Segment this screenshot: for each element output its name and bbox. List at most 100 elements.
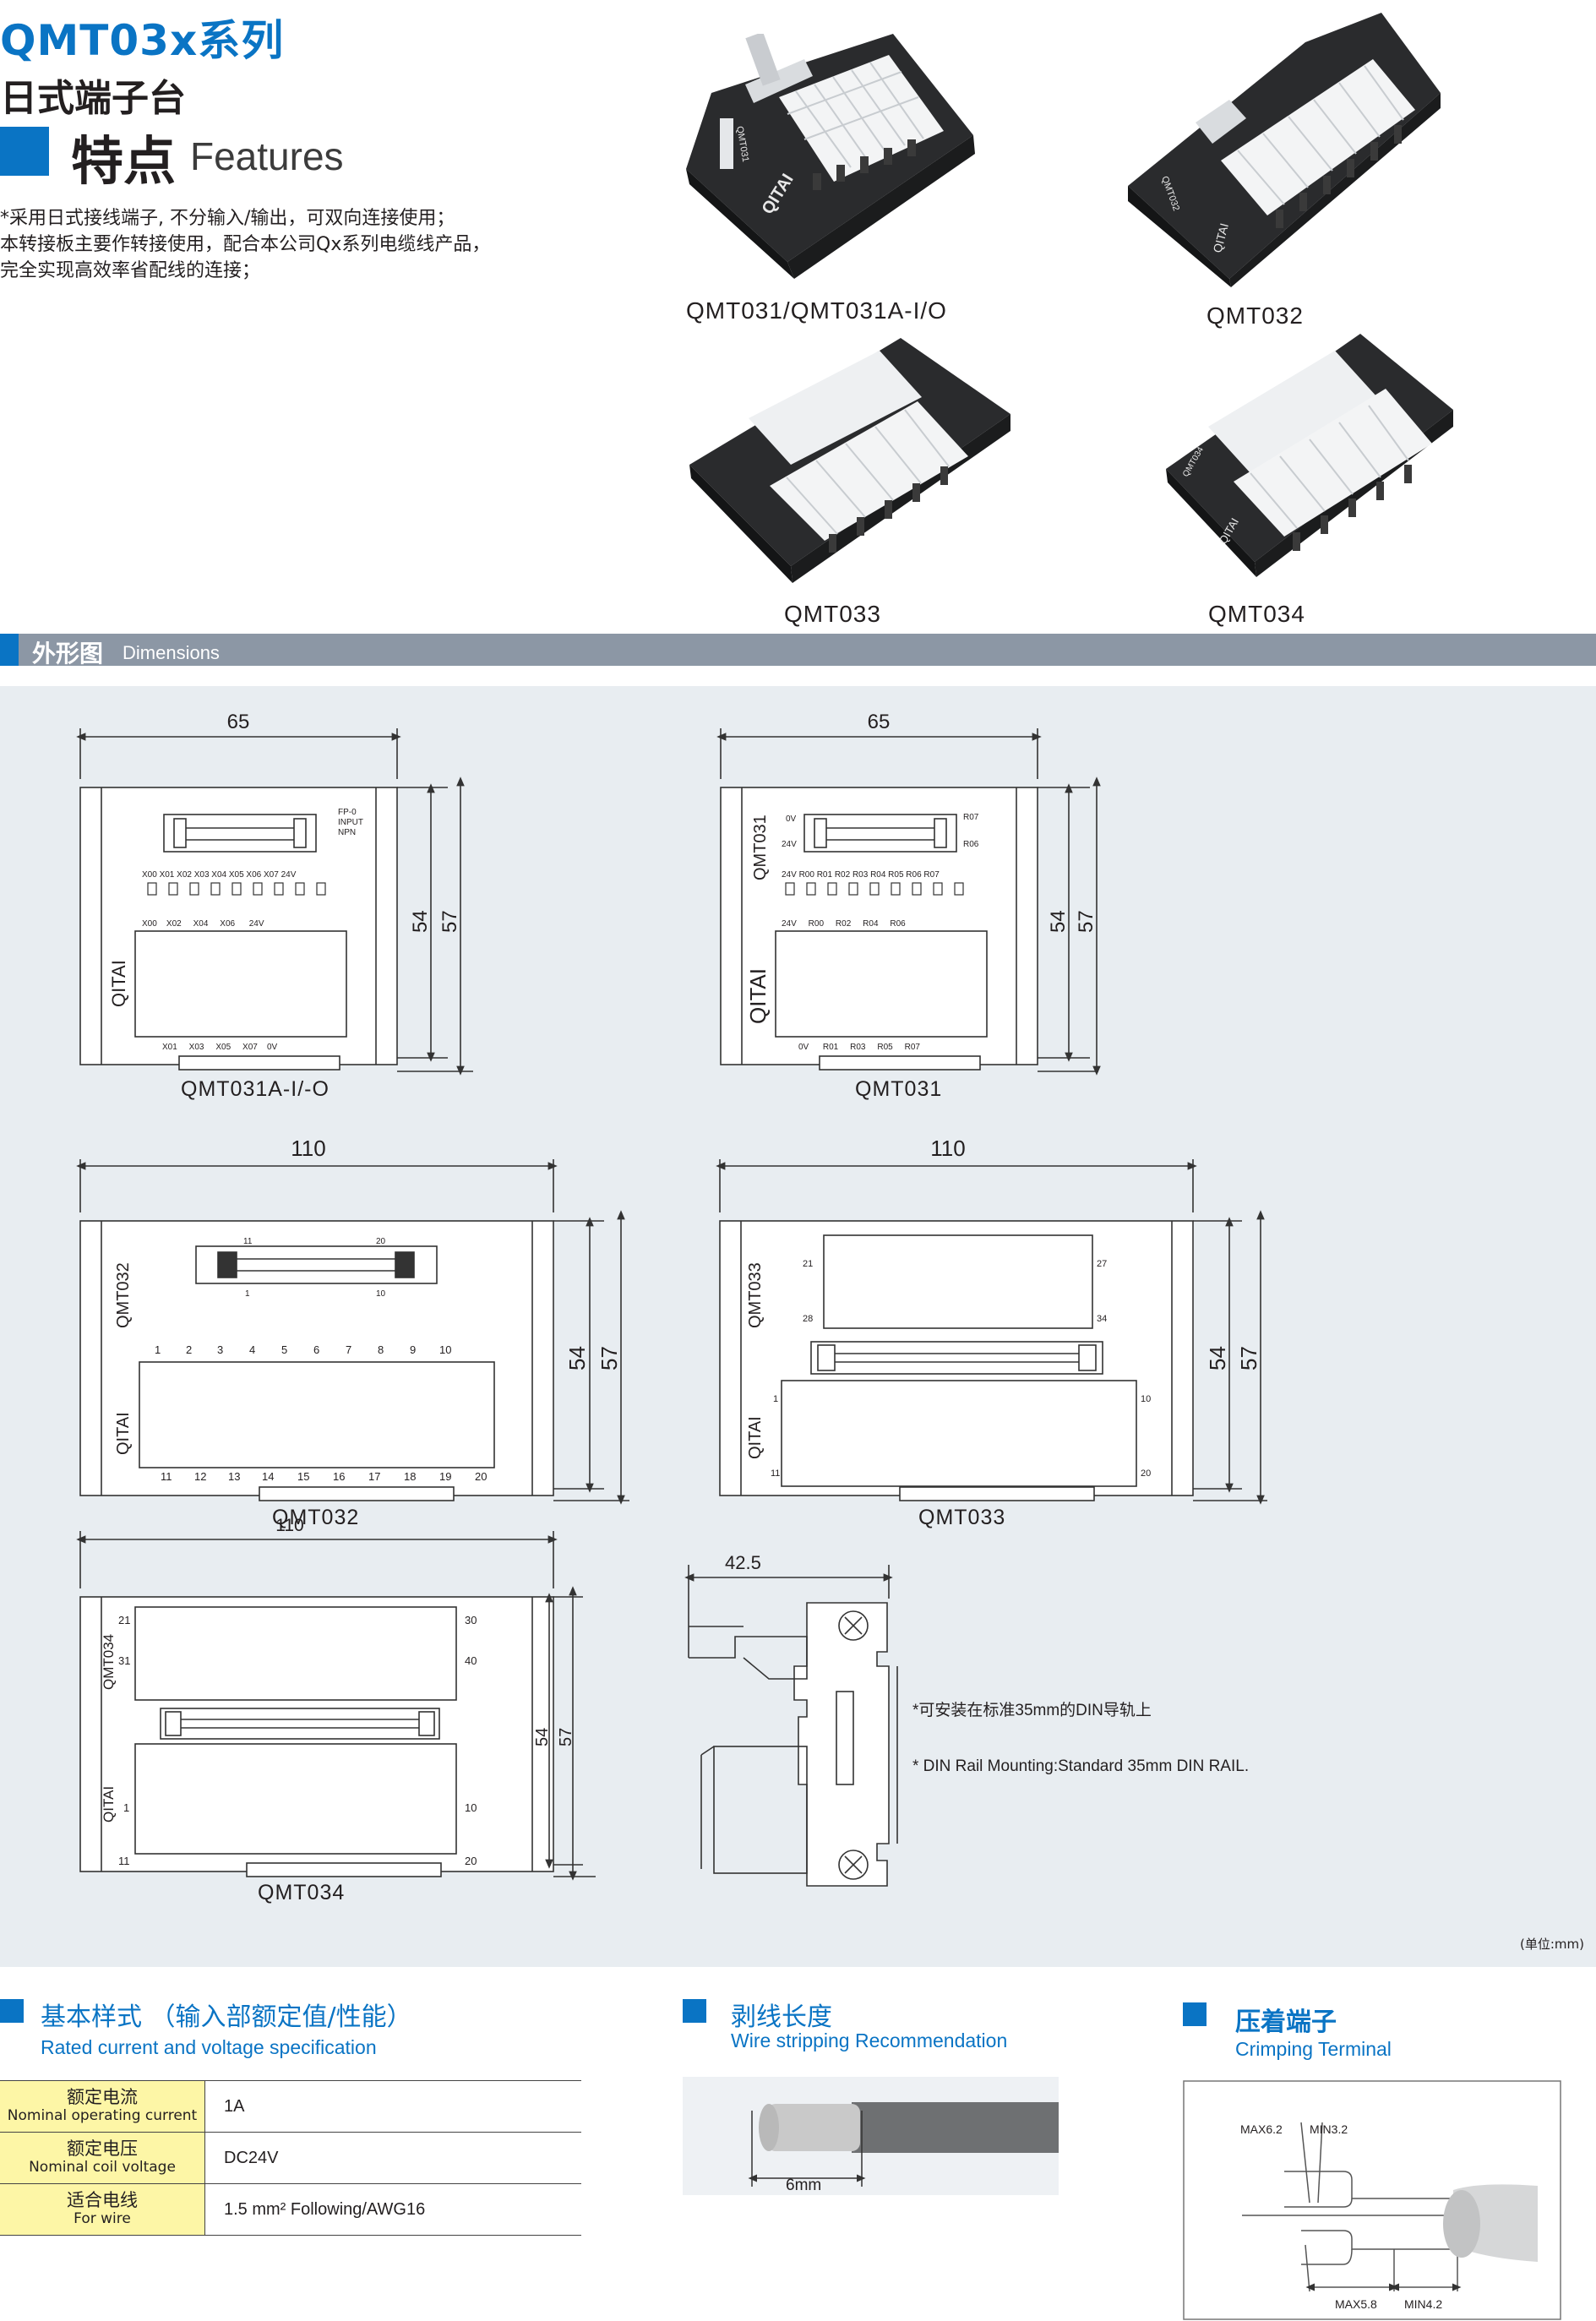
dimensions-bar-accent xyxy=(0,634,19,666)
svg-text:12: 12 xyxy=(194,1470,206,1483)
dimensions-title-en: Dimensions xyxy=(123,642,220,663)
d5-h2: 57 xyxy=(557,1728,575,1746)
d3-brand: QITAI xyxy=(114,1412,133,1455)
product-photo-qmt033 xyxy=(689,338,1010,591)
d5-n20: 20 xyxy=(465,1855,477,1867)
d2-width: 65 xyxy=(868,711,891,733)
drawing-label-qmt034: QMT034 xyxy=(258,1881,346,1904)
side-note-cn: *可安装在标准35mm的DIN导轨上 xyxy=(912,1701,1152,1719)
product-label-qmt033: QMT033 xyxy=(784,601,881,627)
product-photo-qmt034: QITAI QMT034 xyxy=(1166,325,1453,579)
svg-text:5: 5 xyxy=(281,1343,287,1356)
d1-width: 65 xyxy=(227,711,250,733)
d1-header-1: FP-0 xyxy=(338,808,357,817)
d2-h1: 54 xyxy=(1047,910,1070,933)
d2-0v: 0V xyxy=(786,815,797,824)
d5-n10: 10 xyxy=(465,1801,477,1814)
d3-pin-tr: 20 xyxy=(376,1237,386,1246)
features-marker xyxy=(0,127,49,176)
crimp-max58: MAX5.8 xyxy=(1335,2297,1377,2311)
d1-brand: QITAI xyxy=(108,960,129,1007)
drawing-label-qmt031: QMT031 xyxy=(855,1077,943,1101)
features-title-cn: 特点 xyxy=(71,130,177,192)
description-line-1: *采用日式接线端子, 不分输入/输出，可双向连接使用； xyxy=(0,208,455,229)
svg-text:13: 13 xyxy=(228,1470,240,1483)
d5-width: 110 xyxy=(275,1516,303,1535)
d1-bot-terms: X01 X03 X05 X07 0V xyxy=(162,1043,278,1052)
d4-model: QMT033 xyxy=(746,1262,765,1328)
svg-text:4: 4 xyxy=(249,1343,255,1356)
d3-model: QMT032 xyxy=(114,1262,133,1328)
d3-h2: 57 xyxy=(596,1346,622,1370)
drawing-qmt032 xyxy=(76,1159,629,1505)
crimp-diagram: MAX6.2 MIN3.2 MAX5.8 MIN4.2 xyxy=(1183,2080,1561,2320)
d1-top-terms: X00 X02 X04 X06 24V xyxy=(142,919,264,929)
d1-header-3: NPN xyxy=(338,828,356,837)
series-subtitle: 日式端子台 xyxy=(0,77,186,120)
svg-text:6: 6 xyxy=(313,1343,319,1356)
drawing-qmt033 xyxy=(716,1159,1267,1505)
spec-value-current: 1A xyxy=(204,2080,581,2133)
features-title-en: Features xyxy=(190,134,344,178)
d1-header-2: INPUT xyxy=(338,818,363,827)
d1-led-labels: X00 X01 X02 X03 X04 X05 X06 X07 24V xyxy=(142,870,297,880)
d4-n28: 28 xyxy=(803,1314,813,1324)
svg-text:3: 3 xyxy=(217,1343,223,1356)
d4-n34: 34 xyxy=(1097,1314,1107,1324)
svg-text:1: 1 xyxy=(155,1343,161,1356)
drawing-side-view xyxy=(684,1565,898,1887)
d5-n30: 30 xyxy=(465,1614,477,1626)
stripping-length: 6mm xyxy=(786,2177,821,2194)
stripping-title-en: Wire stripping Recommendation xyxy=(731,2030,1008,2051)
d5-n31: 31 xyxy=(118,1654,130,1667)
drawing-label-qmt033: QMT033 xyxy=(918,1506,1006,1529)
svg-text:17: 17 xyxy=(368,1470,380,1483)
d4-h2: 57 xyxy=(1236,1346,1261,1370)
d4-brand: QITAI xyxy=(746,1416,765,1459)
d5-n11: 11 xyxy=(118,1855,130,1867)
spec-title-cn: 基本样式 （输入部额定值/性能） xyxy=(41,2002,412,2032)
d5-n21: 21 xyxy=(118,1614,130,1626)
product-label-qmt034: QMT034 xyxy=(1208,601,1305,627)
d4-n1: 1 xyxy=(773,1394,778,1404)
svg-text:10: 10 xyxy=(439,1343,451,1356)
drawing-qmt031a xyxy=(76,728,473,1076)
d4-n27: 27 xyxy=(1097,1259,1107,1269)
svg-text:9: 9 xyxy=(410,1343,416,1356)
crimp-min42: MIN4.2 xyxy=(1404,2297,1442,2311)
d2-r06: R06 xyxy=(963,840,979,849)
spec-value-voltage: DC24V xyxy=(204,2132,581,2184)
stripping-diagram: 6mm xyxy=(683,2077,1059,2195)
crimp-title-cn: 压着端子 xyxy=(1235,2008,1337,2037)
stripping-section-marker xyxy=(683,1999,706,2023)
crimp-section-marker xyxy=(1183,2002,1207,2026)
d5-n1: 1 xyxy=(123,1801,129,1814)
svg-text:14: 14 xyxy=(262,1470,274,1483)
d2-brand: QITAI xyxy=(745,968,771,1024)
product-photo-qmt032: QITAI QMT032 xyxy=(1128,8,1441,287)
drawing-label-qmt031a: QMT031A-I/-O xyxy=(181,1077,330,1101)
d3-pin-br: 10 xyxy=(376,1289,386,1299)
d2-24v: 24V xyxy=(782,840,797,849)
dimension-drawings: 65 FP-0 INPUT NPN X00 X01 X02 X03 X04 X0… xyxy=(76,711,1267,1887)
svg-text:19: 19 xyxy=(439,1470,451,1483)
d4-n10: 10 xyxy=(1141,1394,1151,1404)
d2-r07: R07 xyxy=(963,813,979,822)
side-width: 42.5 xyxy=(725,1552,761,1573)
d3-pin-tl: 11 xyxy=(243,1237,253,1246)
d4-n21: 21 xyxy=(803,1259,813,1269)
svg-text:15: 15 xyxy=(297,1470,309,1483)
product-label-qmt032: QMT032 xyxy=(1207,302,1304,329)
spec-title-en: Rated current and voltage specification xyxy=(41,2036,377,2058)
stripping-title-cn: 剥线长度 xyxy=(731,2002,832,2032)
d4-n20: 20 xyxy=(1141,1468,1151,1479)
svg-text:7: 7 xyxy=(346,1343,351,1356)
d2-bot-terms: 0V R01 R03 R05 R07 xyxy=(798,1043,920,1052)
